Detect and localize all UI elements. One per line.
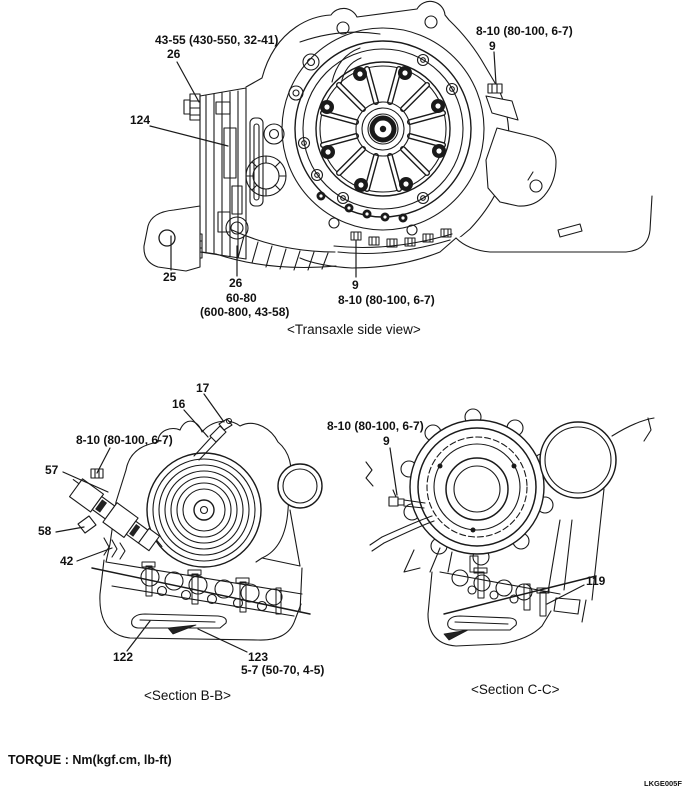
section-bb-drawing	[55, 393, 323, 653]
section-bb-leader-lines	[55, 393, 248, 653]
label-num-16: 16	[172, 397, 186, 411]
torque-unit-note: TORQUE : Nm(kgf.cm, lb-ft)	[8, 753, 172, 767]
label-num-57: 57	[45, 463, 59, 477]
label-num-123: 123	[248, 650, 269, 664]
section-cc-drawing	[365, 408, 655, 647]
label-num-9-cc: 9	[383, 434, 390, 448]
label-torque-8-10-top: 8-10 (80-100, 6-7)	[476, 24, 573, 38]
section-cc-leader-lines	[389, 447, 585, 605]
side-view-drawing	[143, 0, 653, 278]
label-torque-8-10-bb: 8-10 (80-100, 6-7)	[76, 433, 173, 447]
label-num-9-bottom: 9	[352, 278, 359, 292]
label-torque-43-55: 43-55 (430-550, 32-41)	[155, 33, 279, 47]
label-torque-5-7: 5-7 (50-70, 4-5)	[241, 663, 325, 677]
label-num-122: 122	[113, 650, 134, 664]
label-num-58: 58	[38, 524, 52, 538]
figure-code: LKGE005F	[644, 779, 682, 788]
label-torque-60-80: 60-80	[226, 291, 257, 305]
label-num-17: 17	[196, 381, 210, 395]
side-view-leader-lines	[149, 51, 497, 278]
label-num-26-bottom: 26	[229, 276, 243, 290]
label-num-124: 124	[130, 113, 151, 127]
label-num-26-top: 26	[167, 47, 181, 61]
label-num-25: 25	[163, 270, 177, 284]
label-torque-8-10-cc: 8-10 (80-100, 6-7)	[327, 419, 424, 433]
label-torque-8-10-bottom: 8-10 (80-100, 6-7)	[338, 293, 435, 307]
caption-side-view: <Transaxle side view>	[287, 322, 421, 337]
label-num-42: 42	[60, 554, 74, 568]
label-torque-60-80-sub: (600-800, 43-58)	[200, 305, 290, 319]
label-num-119: 119	[586, 574, 606, 588]
caption-section-cc: <Section C-C>	[471, 682, 560, 697]
caption-section-bb: <Section B-B>	[144, 688, 232, 703]
label-num-9-top: 9	[489, 39, 496, 53]
